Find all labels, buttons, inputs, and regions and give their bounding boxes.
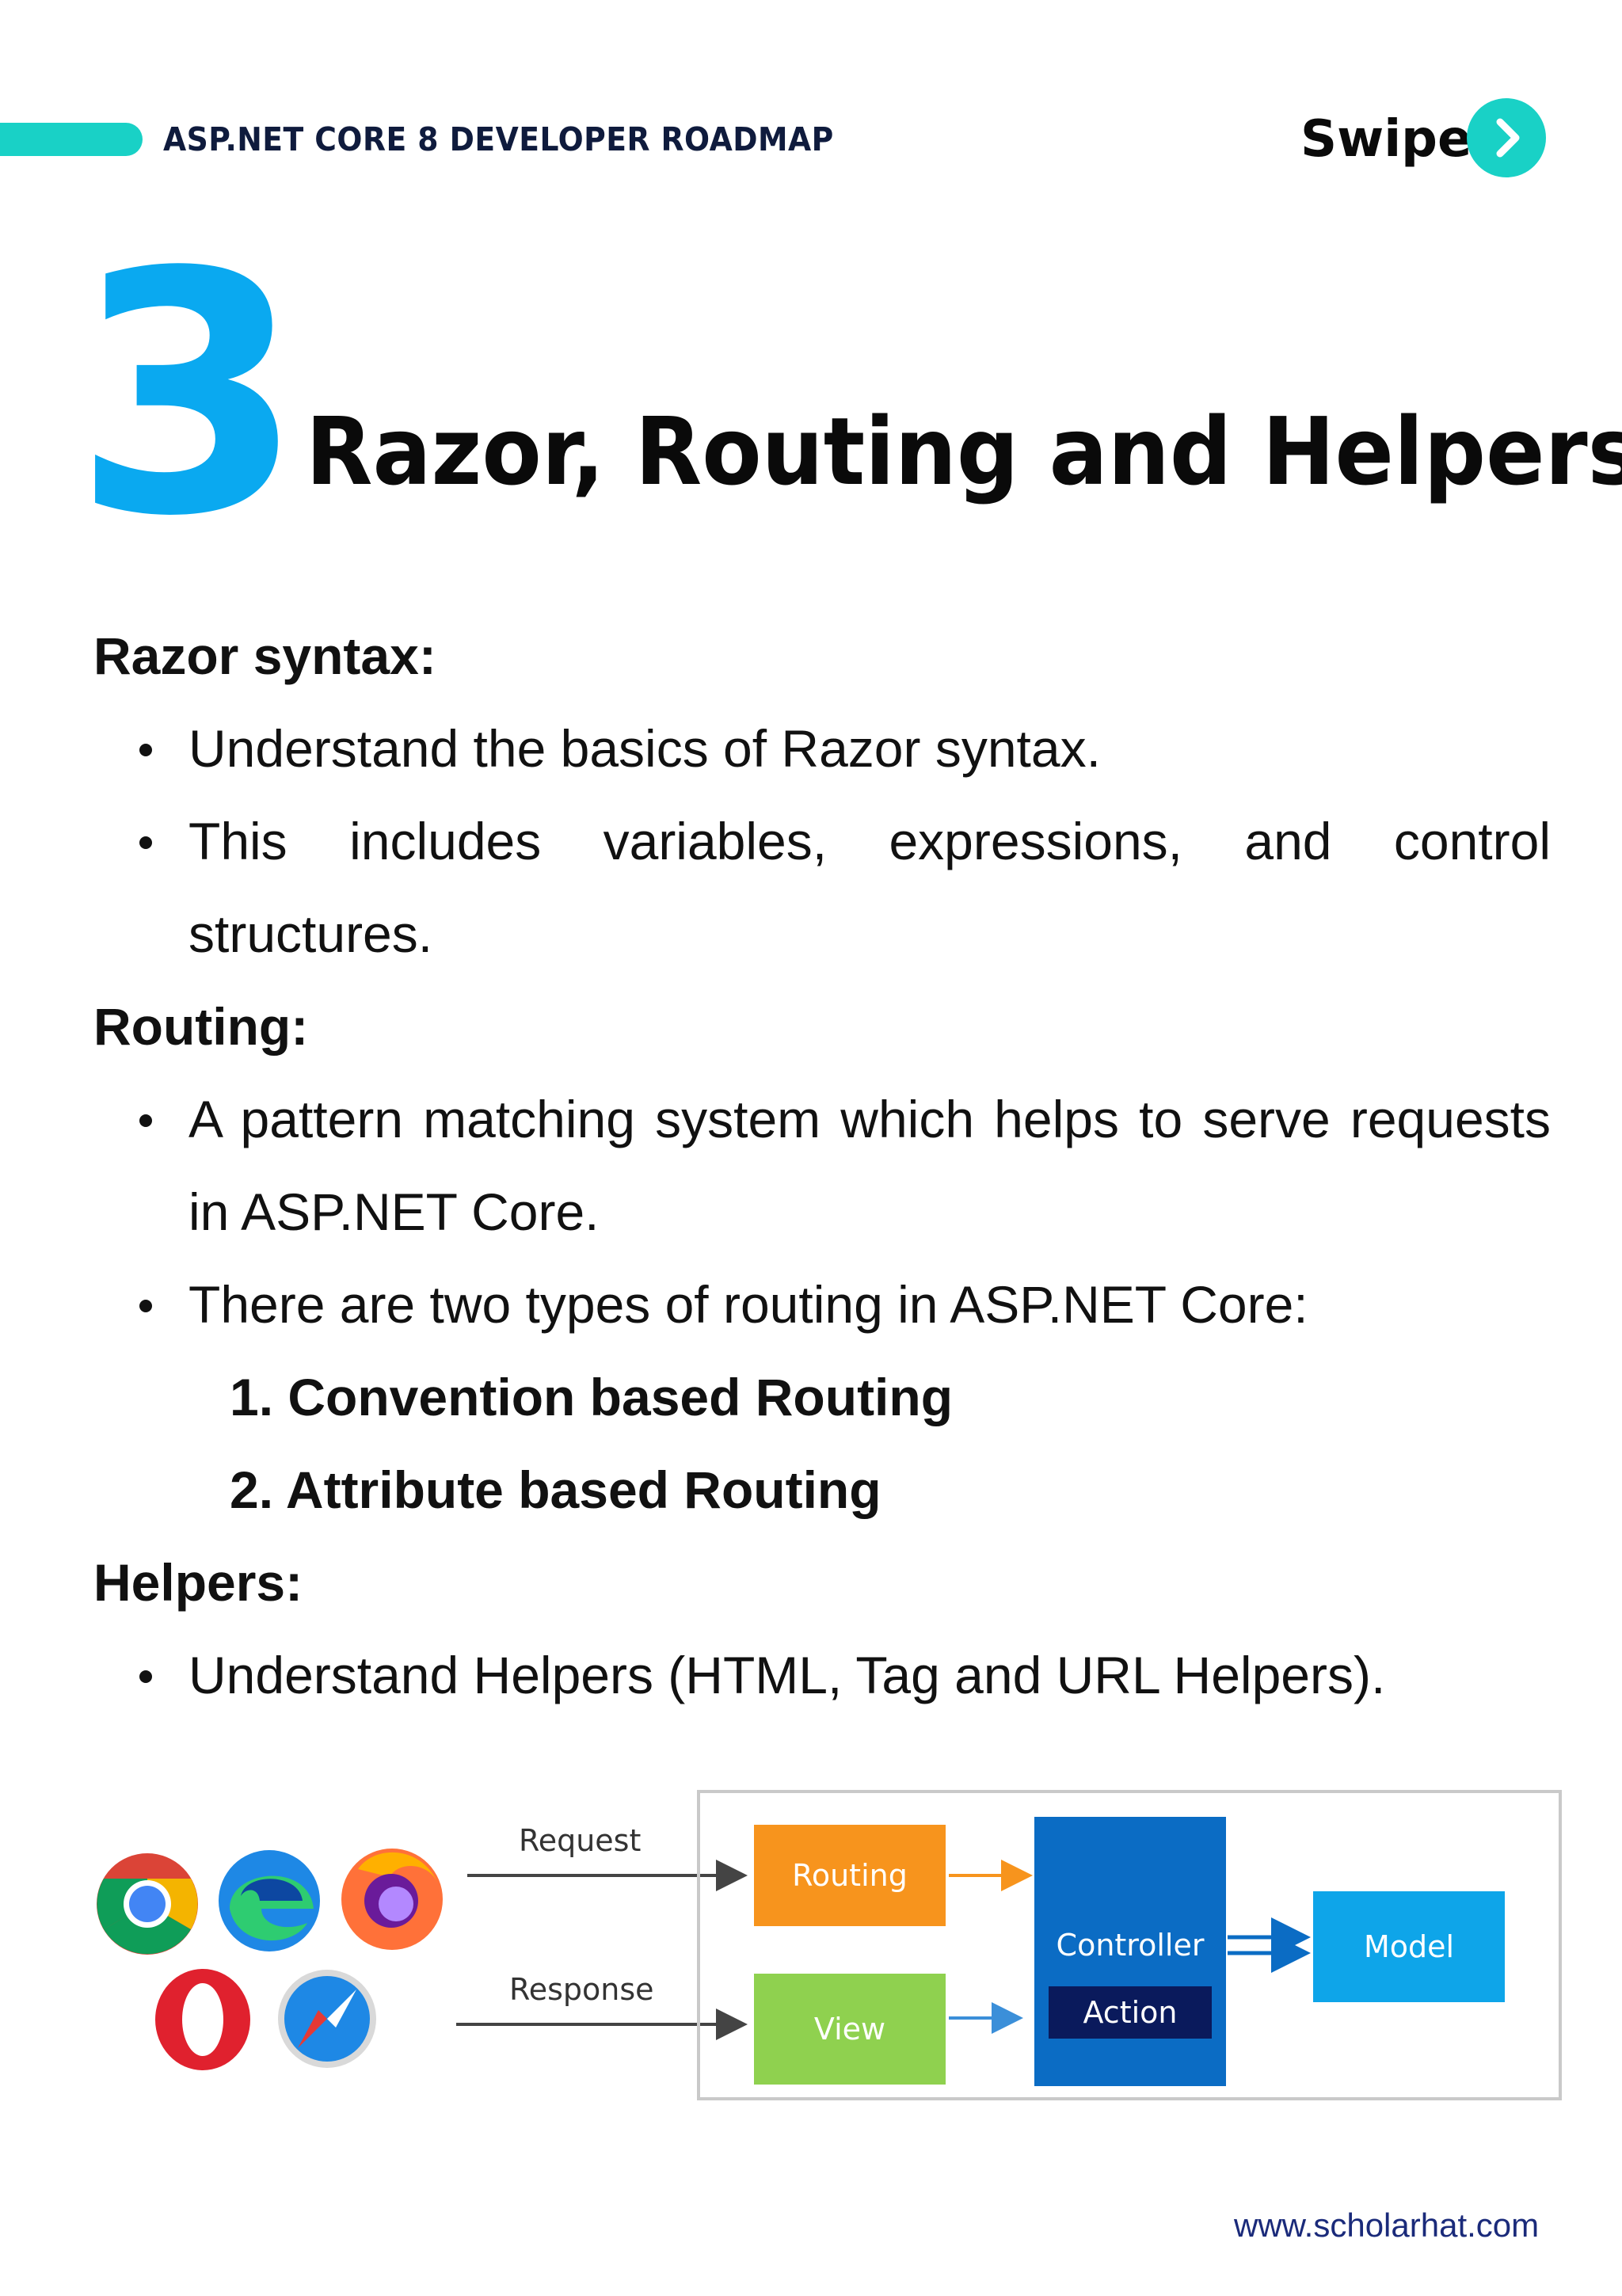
roadmap-title: ASP.NET CORE 8 DEVELOPER ROADMAP xyxy=(163,120,834,158)
bullet-text: This includes variables, expressions, an… xyxy=(188,812,1551,963)
content: Razor syntax: Understand the basics of R… xyxy=(93,610,1551,1722)
bullet-text: A pattern matching system which helps to… xyxy=(188,1090,1551,1241)
bullet-text: Understand the basics of Razor syntax. xyxy=(188,719,1101,778)
firefox-icon xyxy=(341,1849,443,1950)
list-item: Understand Helpers (HTML, Tag and URL He… xyxy=(93,1629,1551,1722)
header-accent-bar xyxy=(0,123,143,156)
action-box: Action xyxy=(1049,1986,1212,2039)
bullet-text: Understand Helpers (HTML, Tag and URL He… xyxy=(188,1646,1386,1704)
chrome-icon xyxy=(97,1853,198,1955)
bullet-text: There are two types of routing in ASP.NE… xyxy=(188,1275,1308,1334)
swipe-label[interactable]: Swipe xyxy=(1300,110,1472,169)
footer-url[interactable]: www.scholarhat.com xyxy=(1234,2207,1540,2244)
section-heading-routing: Routing: xyxy=(93,997,309,1056)
response-label: Response xyxy=(509,1972,654,2007)
chevron-right-icon xyxy=(1496,118,1520,158)
list-item: This includes variables, expressions, an… xyxy=(93,795,1551,980)
edge-icon xyxy=(219,1850,320,1951)
section-heading-helpers: Helpers: xyxy=(93,1553,303,1612)
mvc-frame xyxy=(697,1790,1562,2100)
step-number: 3 xyxy=(73,202,305,589)
model-box: Model xyxy=(1313,1891,1505,2002)
swipe-button[interactable] xyxy=(1467,98,1546,177)
helpers-bullets: Understand Helpers (HTML, Tag and URL He… xyxy=(93,1629,1551,1722)
list-item: There are two types of routing in ASP.NE… xyxy=(93,1258,1551,1351)
razor-bullets: Understand the basics of Razor syntax. T… xyxy=(93,703,1551,980)
mvc-diagram: Request Response Routing View Controller… xyxy=(87,1782,1568,2115)
controller-label: Controller xyxy=(1056,1928,1205,1963)
controller-box: Controller Action xyxy=(1034,1817,1226,2086)
routing-type-convention: 1. Convention based Routing xyxy=(230,1368,954,1426)
view-box: View xyxy=(754,1974,946,2085)
safari-icon xyxy=(278,1970,376,2068)
routing-bullets: A pattern matching system which helps to… xyxy=(93,1073,1551,1351)
opera-icon xyxy=(155,1969,250,2070)
list-item: A pattern matching system which helps to… xyxy=(93,1073,1551,1258)
page-title: Razor, Routing and Helpers xyxy=(306,397,1622,506)
routing-type-attribute: 2. Attribute based Routing xyxy=(230,1460,881,1519)
routing-box: Routing xyxy=(754,1825,946,1926)
section-heading-razor: Razor syntax: xyxy=(93,626,436,685)
list-item: Understand the basics of Razor syntax. xyxy=(93,703,1551,795)
request-label: Request xyxy=(519,1823,642,1858)
